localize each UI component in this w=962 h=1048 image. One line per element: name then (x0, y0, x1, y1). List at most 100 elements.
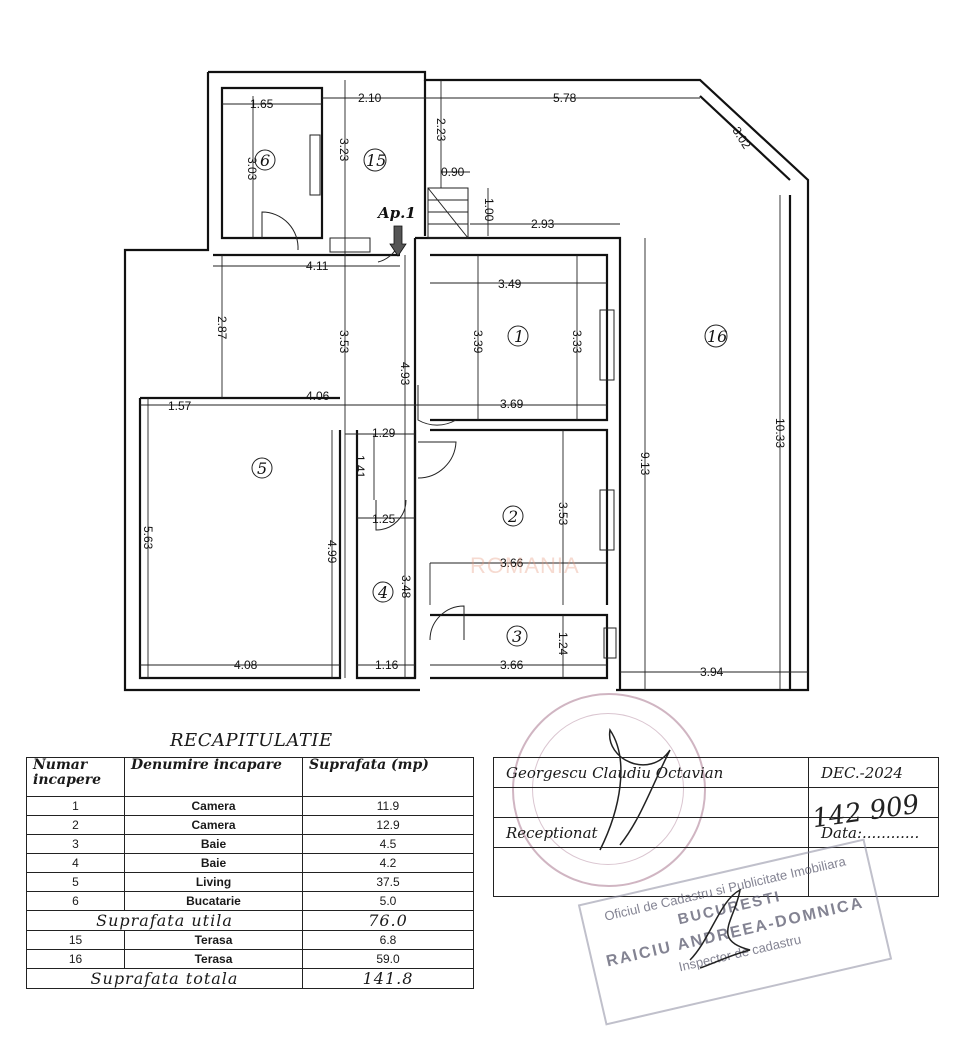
dim-label: 1.25 (372, 512, 396, 526)
header-name: Denumire incapare (124, 757, 303, 797)
stairs (427, 187, 469, 239)
dim-label: 3.53 (556, 502, 570, 526)
room-number: 3 (512, 627, 522, 646)
cell-name: Bucatarie (124, 891, 303, 911)
doors (261, 211, 465, 641)
dim-label: 1.57 (168, 399, 192, 413)
room-number: 1 (514, 327, 524, 346)
table-row: 4 Baie 4.2 (26, 853, 474, 873)
cell-area: 37.5 (302, 872, 474, 892)
dim-label: 4.99 (325, 540, 339, 564)
room-markers: 6 15 1 16 5 2 4 3 (251, 148, 728, 647)
table-row: 1 Camera 11.9 (26, 796, 474, 816)
dim-label: 3.94 (700, 665, 724, 679)
dim-label: 3.69 (500, 397, 524, 411)
received-label: Receptionat (493, 817, 809, 848)
signature-scribble (689, 888, 751, 969)
useful-area-label: Suprafata utila (26, 910, 303, 931)
dim-label: 3.49 (498, 277, 522, 291)
cell-number: 2 (26, 815, 125, 835)
cell-area: 6.8 (302, 930, 474, 950)
cell-name: Camera (124, 815, 303, 835)
cell-name: Terasa (124, 949, 303, 969)
dim-label: 3.66 (500, 556, 524, 570)
cell-number: 6 (26, 891, 125, 911)
cell-name: Camera (124, 796, 303, 816)
apartment-label: Ap.1 (376, 204, 416, 222)
header-number: Numar incapere (26, 757, 125, 797)
author-signature-cell (493, 787, 809, 818)
receiver-date-cell (808, 847, 939, 897)
dim-label: 3.39 (471, 330, 485, 354)
recap-title: RECAPITULATIE (170, 730, 333, 751)
dim-label: 5.78 (553, 91, 577, 105)
signature-scribble (599, 727, 671, 851)
table-row: 5 Living 37.5 (26, 872, 474, 892)
dim-label: 1.41 (353, 455, 367, 479)
cell-area: 4.2 (302, 853, 474, 873)
cell-name: Baie (124, 834, 303, 854)
walls (123, 70, 810, 692)
dim-label: 2.93 (531, 217, 555, 231)
dimension-lines (140, 80, 808, 690)
dim-label: 0.90 (441, 165, 465, 179)
dim-label: 4.08 (234, 658, 258, 672)
dim-label: 3.02 (729, 124, 753, 152)
dim-label: 2.87 (215, 316, 229, 340)
dim-label: 3.33 (570, 330, 584, 354)
recap-table: Numar incapere Denumire incapare Suprafa… (26, 757, 474, 989)
dim-label: 1.16 (375, 658, 399, 672)
cell-number: 5 (26, 872, 125, 892)
dim-label: 1.65 (250, 97, 274, 111)
dim-label: 1.00 (482, 198, 496, 222)
table-row: 15 Terasa 6.8 (26, 930, 474, 950)
dim-label: 9.13 (638, 452, 652, 476)
floor-plan: Ap.1 1.65 2.10 5.78 3.02 3.03 3.23 2.23 … (123, 70, 810, 692)
useful-area-row: Suprafata utila 76.0 (26, 910, 474, 931)
dim-label: 5.63 (141, 526, 155, 550)
cell-area: 59.0 (302, 949, 474, 969)
cell-name: Terasa (124, 930, 303, 950)
table-row: 16 Terasa 59.0 (26, 949, 474, 969)
cell-name: Living (124, 872, 303, 892)
table-row: 2 Camera 12.9 (26, 815, 474, 835)
cell-name: Baie (124, 853, 303, 873)
dim-label: 3.48 (399, 575, 413, 599)
room-number: 6 (260, 151, 270, 170)
room-number: 15 (366, 151, 386, 170)
useful-area-value: 76.0 (302, 910, 474, 931)
dim-label: 2.10 (358, 91, 382, 105)
cell-number: 4 (26, 853, 125, 873)
dim-label: 4.93 (398, 362, 412, 386)
dim-label: 1.24 (556, 632, 570, 656)
dim-label: 3.03 (245, 157, 259, 181)
total-area-row: Suprafata totala 141.8 (26, 968, 474, 989)
dim-label: 4.06 (306, 389, 330, 403)
table-header: Numar incapere Denumire incapare Suprafa… (26, 757, 474, 797)
cell-area: 12.9 (302, 815, 474, 835)
total-area-value: 141.8 (302, 968, 474, 989)
cell-area: 11.9 (302, 796, 474, 816)
dim-label: 2.23 (434, 118, 448, 142)
dim-label: 3.66 (500, 658, 524, 672)
room-number: 16 (707, 327, 727, 346)
windows (309, 134, 617, 659)
dim-label: 10.33 (773, 418, 787, 448)
total-area-label: Suprafata totala (26, 968, 303, 989)
room-number: 5 (257, 459, 267, 478)
date-label: Data:............ (808, 817, 939, 848)
room-number: 4 (377, 583, 388, 602)
header-area: Suprafata (mp) (302, 757, 474, 797)
document-date: DEC.-2024 (808, 757, 939, 788)
cell-number: 1 (26, 796, 125, 816)
table-row: 3 Baie 4.5 (26, 834, 474, 854)
cell-number: 16 (26, 949, 125, 969)
cell-area: 5.0 (302, 891, 474, 911)
cell-area: 4.5 (302, 834, 474, 854)
table-row: 6 Bucatarie 5.0 (26, 891, 474, 911)
signature-table: Georgescu Claudiu Octavian DEC.-2024 Rec… (493, 757, 939, 897)
registration-number-cell (808, 787, 939, 818)
watermark-text: ROMANIA (470, 553, 580, 578)
receiver-signature-cell (493, 847, 809, 897)
dim-label: 3.53 (337, 330, 351, 354)
